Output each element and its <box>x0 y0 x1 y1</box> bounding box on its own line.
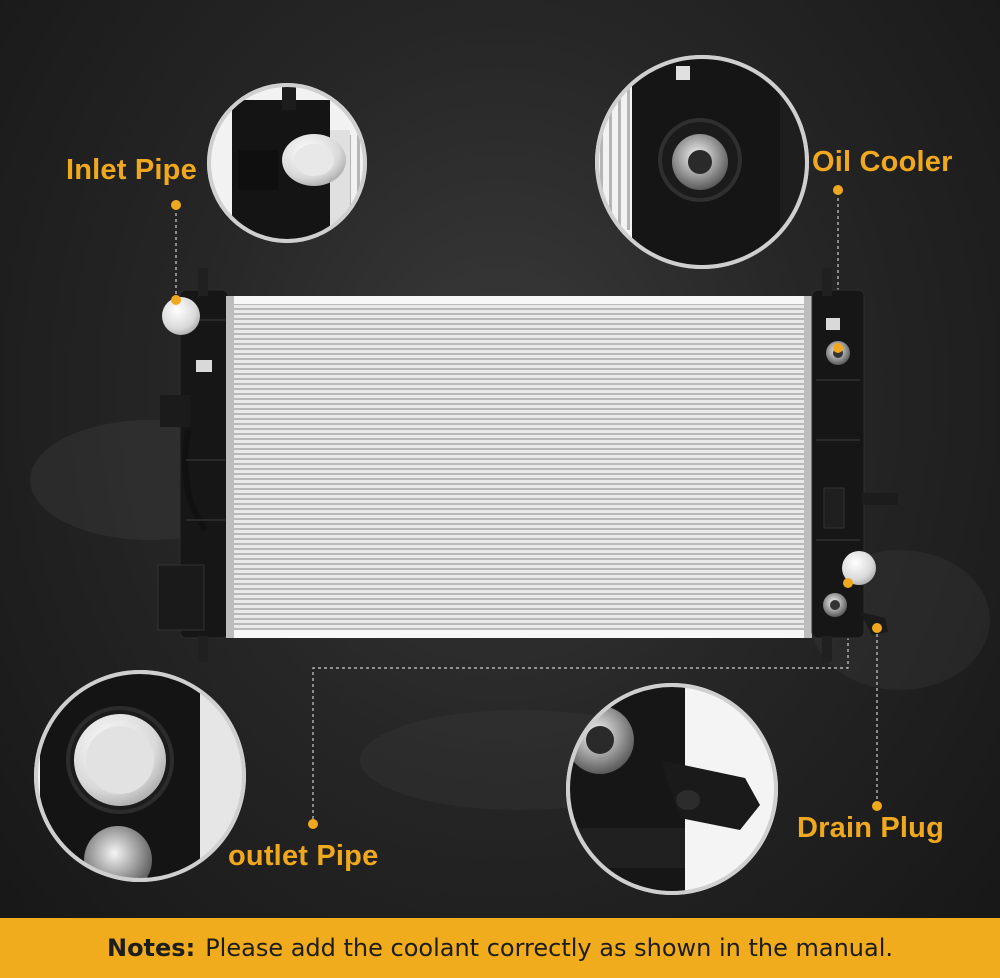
drain-plug-label: Drain Plug <box>797 812 945 844</box>
drain-plug-zoom <box>566 683 778 895</box>
outlet-pipe-label: outlet Pipe <box>228 840 379 872</box>
inlet-pipe-label: Inlet Pipe <box>66 154 197 186</box>
outlet-pipe-zoom <box>34 670 246 882</box>
notes-banner: Notes: Please add the coolant correctly … <box>0 918 1000 978</box>
radiator-illustration <box>30 55 990 895</box>
oil-cooler-zoom <box>595 55 809 269</box>
left-tank <box>157 268 229 662</box>
notes-prefix: Notes: <box>106 934 196 962</box>
inlet-pipe-zoom <box>207 83 367 243</box>
radiator-core <box>226 296 812 638</box>
callout-dots <box>171 185 882 829</box>
oil-cooler-label: Oil Cooler <box>812 146 953 178</box>
notes-text: Please add the coolant correctly as show… <box>205 934 893 962</box>
